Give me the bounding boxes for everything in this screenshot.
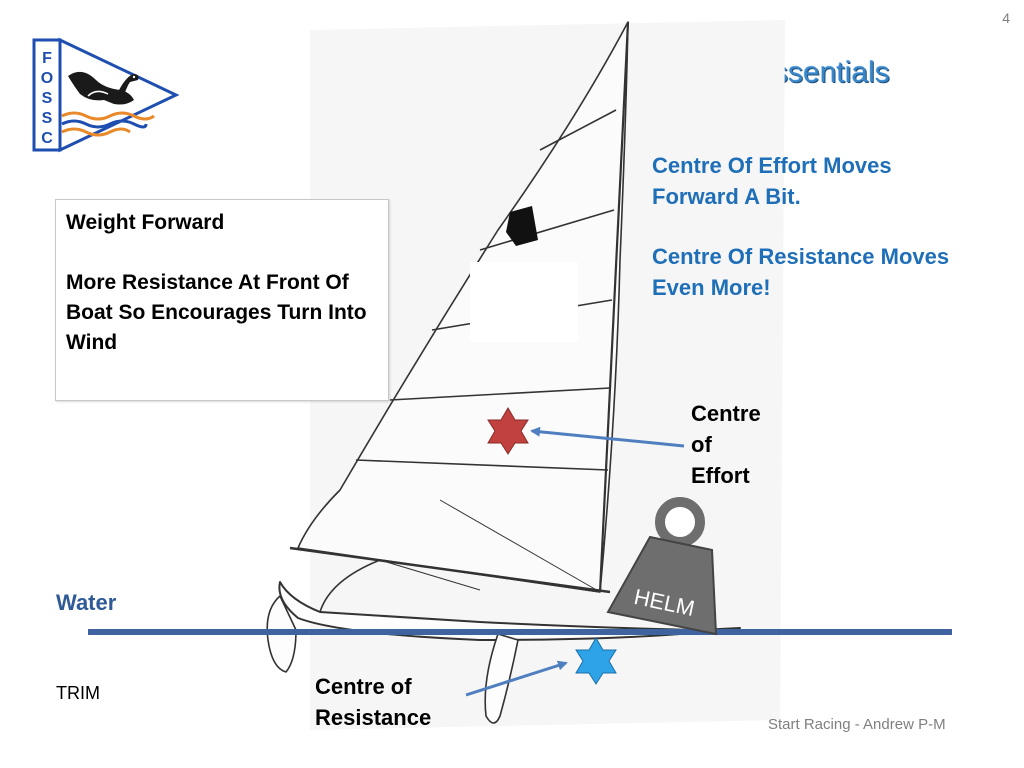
goose-icon <box>68 71 139 105</box>
info-box-heading: Weight Forward <box>66 211 225 234</box>
logo-letter-o: O <box>41 70 53 87</box>
logo-letter-f: F <box>42 50 52 67</box>
effort-label-line-3: Effort <box>691 463 750 488</box>
logo-letter-s2: S <box>42 110 53 127</box>
club-logo: F O S S C <box>32 37 180 153</box>
sail <box>297 21 629 593</box>
resistance-note: Centre Of Resistance Moves Even More! <box>652 244 950 300</box>
logo-letter-s1: S <box>42 90 53 107</box>
effort-label-line-2: of <box>691 432 712 457</box>
hull <box>278 581 741 641</box>
centre-of-resistance-label: Centre of Resistance <box>315 671 485 733</box>
trim-label: TRIM <box>56 683 100 703</box>
info-box-text: More Resistance At Front Of Boat So Enco… <box>66 271 367 354</box>
sail-insignia <box>506 206 538 246</box>
water-label: Water <box>56 590 117 615</box>
resistance-label-line-1: Centre of <box>315 674 412 699</box>
effort-note: Centre Of Effort Moves Forward A Bit. <box>652 153 892 209</box>
page-number: 4 <box>1002 10 1010 26</box>
weight-forward-box: Weight Forward More Resistance At Front … <box>55 199 389 401</box>
logo-letter-c: C <box>41 130 53 147</box>
resistance-label-line-2: Resistance <box>315 705 432 730</box>
footer-text: Start Racing - Andrew P-M <box>768 716 946 733</box>
centre-of-effort-label: Centre of Effort <box>691 398 801 491</box>
effort-label-line-1: Centre <box>691 401 761 426</box>
